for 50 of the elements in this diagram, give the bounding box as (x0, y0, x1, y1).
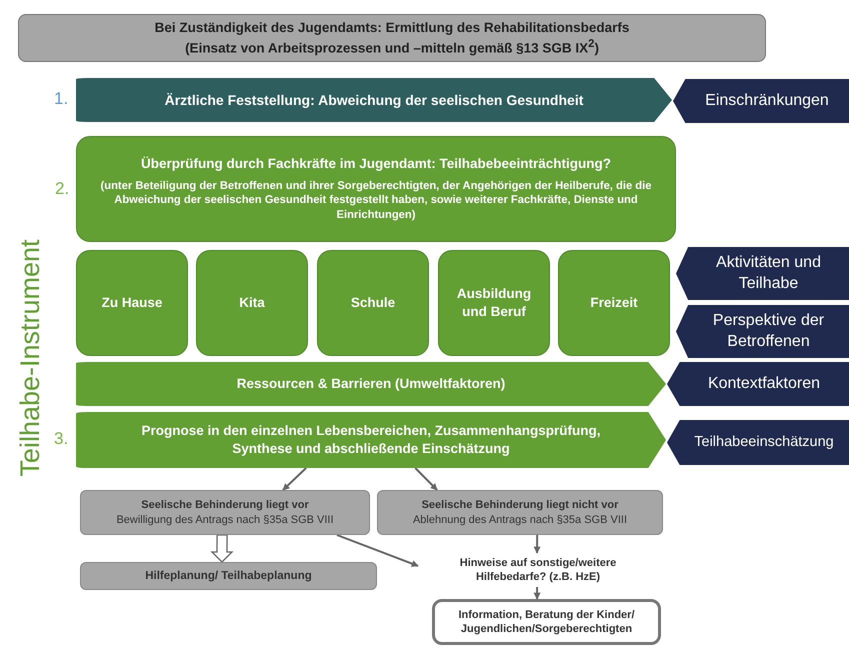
life-area-box (76, 250, 188, 356)
node-label: Teilhabeeinschätzung (694, 433, 834, 452)
block-arrow (210, 534, 234, 563)
node-label: Perspektive der Betroffenen (712, 310, 826, 352)
node-note: Bewilligung des Antrags nach §35a SGB VIII (116, 512, 334, 527)
node-label: Schule (350, 294, 396, 312)
arrow (534, 587, 541, 600)
category-tag (667, 420, 849, 465)
node-label: Information, Beratung der Kinder/ Jugendlichen/Sorgeberechtigten (457, 608, 636, 636)
category-tag (673, 79, 849, 123)
result-box (377, 490, 663, 535)
node-label: Aktivitäten und Teilhabe (715, 252, 822, 294)
node-label: Hilfeplanung/ Teilhabeplanung (145, 568, 312, 584)
node-note: Ablehnung des Antrags nach §35a SGB VIII (412, 512, 628, 527)
life-area-box (438, 250, 550, 356)
category-tag (667, 362, 849, 406)
header-box (18, 14, 766, 62)
category-tag (676, 305, 849, 358)
arrow (336, 534, 419, 567)
node-label: Ausbildung und Beruf (456, 285, 532, 321)
node-note: (Einsatz von Arbeitsprozessen und –mitteln gemäß §13 SGB IX$^{2}$) (185, 36, 599, 57)
node-label: Einschränkungen (705, 90, 829, 111)
step-number: 3. (54, 429, 68, 449)
node-label: Überprüfung durch Fachkräfte im Jugendamt: Teilhabebeeinträchtigung? (140, 155, 612, 173)
life-area-box (196, 250, 308, 356)
arrow (414, 467, 438, 491)
process-bar (76, 362, 666, 406)
step-number: 2. (55, 179, 70, 199)
side-title: Teilhabe-Instrument (14, 238, 46, 479)
arrow (282, 467, 307, 491)
node-label: Hinweise auf sonstige/weitere Hilfebedarfe? (z.B. HzE) (458, 556, 618, 584)
node-label: Zu Hause (102, 294, 162, 312)
info-box (432, 599, 661, 645)
step-number: 1. (54, 89, 68, 109)
node-label: Freizeit (590, 294, 638, 312)
node-label: Seelische Behinderung liegt vor (141, 498, 309, 512)
node-label: Kontextfaktoren (708, 374, 820, 394)
node-label: Prognose in den einzelnen Lebensbereichen, Zusammenhangsprüfung, Synthese und abschließende Einschätzung (140, 422, 602, 458)
result-box (80, 490, 370, 535)
category-tag (676, 247, 849, 300)
node-label: Ressourcen & Barrieren (Umweltfaktoren) (236, 375, 506, 393)
arrow (534, 535, 541, 554)
node-label: Bei Zuständigkeit des Jugendamts: Ermittlung des Rehabilitationsbedarfs (154, 19, 630, 37)
node-note: (unter Beteiligung der Betroffenen und ihrer Sorgeberechtigten, der Angehörigen der Heilberufe, die die Abweichung der seelischen Gesundheit festgestellt haben, sowie weiterer Fachkräfte, Dienste und Einrichtungen) (100, 178, 652, 223)
node-label: Kita (239, 294, 265, 312)
life-area-box (558, 250, 670, 356)
result-box (80, 562, 377, 590)
node-label: Ärztliche Feststellung: Abweichung der seelischen Gesundheit (164, 90, 584, 110)
life-area-box (317, 250, 429, 356)
node-label: Seelische Behinderung liegt nicht vor (422, 498, 618, 512)
